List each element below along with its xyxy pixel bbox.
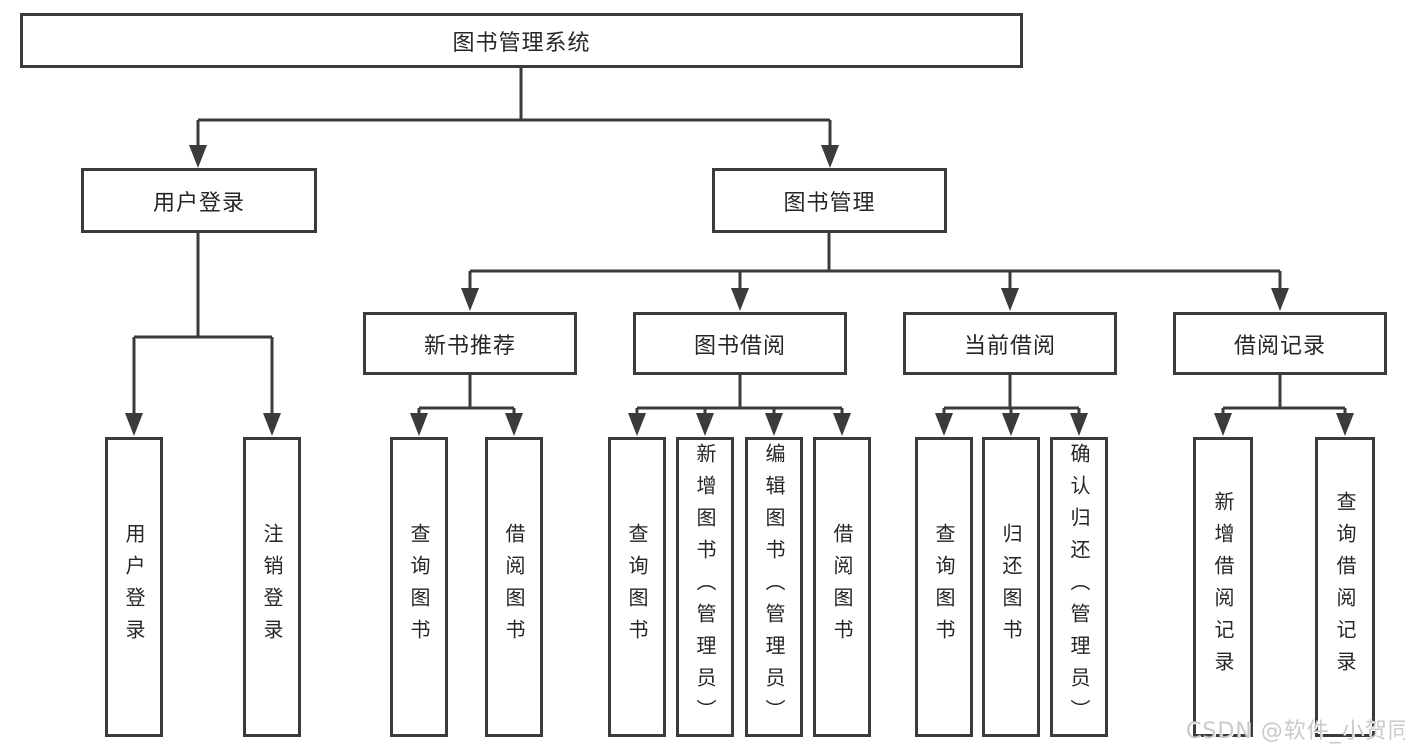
leaf-confirm-return-admin: 确认归还（管理员）	[1050, 437, 1108, 737]
leaf-user-login: 用户登录	[105, 437, 163, 737]
connector-path	[132, 66, 1347, 416]
node-user-login: 用户登录	[81, 168, 317, 233]
leaf-add-borrow-record: 新增借阅记录	[1193, 437, 1253, 737]
leaf-query-books-recommend: 查询图书	[390, 437, 448, 737]
node-book-borrowing: 图书借阅	[633, 312, 847, 375]
leaf-query-books-current: 查询图书	[915, 437, 973, 737]
leaf-edit-book-admin: 编辑图书（管理员）	[745, 437, 803, 737]
leaf-borrow-books-borrowing: 借阅图书	[813, 437, 871, 737]
node-new-book-recommend: 新书推荐	[363, 312, 577, 375]
leaf-logout: 注销登录	[243, 437, 301, 737]
leaf-return-books: 归还图书	[982, 437, 1040, 737]
watermark-text: CSDN @软件_小贺同学	[1186, 719, 1405, 744]
node-book-management: 图书管理	[712, 168, 947, 233]
leaf-borrow-books-recommend: 借阅图书	[485, 437, 543, 737]
leaf-add-book-admin: 新增图书（管理员）	[676, 437, 734, 737]
leaf-query-borrow-record: 查询借阅记录	[1315, 437, 1375, 737]
arrowheads	[125, 145, 1354, 436]
node-library-system: 图书管理系统	[20, 13, 1023, 68]
node-borrow-records: 借阅记录	[1173, 312, 1387, 375]
node-current-borrowing: 当前借阅	[903, 312, 1117, 375]
leaf-query-books-borrowing: 查询图书	[608, 437, 666, 737]
